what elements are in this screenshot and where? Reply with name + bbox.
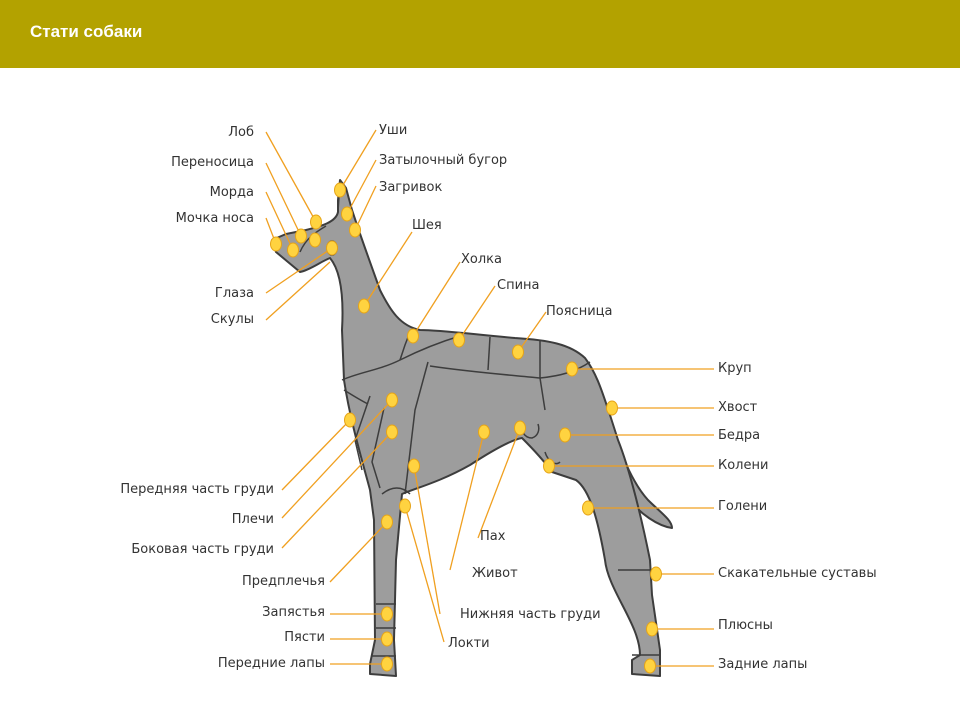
label-muzzle: Морда [210, 185, 254, 200]
marker-dot [382, 515, 393, 529]
marker-dot [345, 413, 356, 427]
marker-dot [647, 622, 658, 636]
label-forechest: Передняя часть груди [120, 482, 274, 497]
marker-dot [583, 501, 594, 515]
marker-dot [513, 345, 524, 359]
label-back: Спина [497, 278, 540, 293]
label-shins: Голени [718, 499, 767, 514]
label-stop: Переносица [171, 155, 254, 170]
marker-dot [327, 241, 338, 255]
label-nose: Мочка носа [176, 211, 254, 226]
marker-dot [409, 459, 420, 473]
marker-dot [479, 425, 490, 439]
marker-dot [382, 607, 393, 621]
marker-dot [382, 657, 393, 671]
marker-dot [544, 459, 555, 473]
label-loin: Поясница [546, 304, 612, 319]
label-lower-chest: Нижняя часть груди [460, 607, 601, 622]
label-pasterns: Пясти [284, 630, 325, 645]
label-shoulders: Плечи [232, 512, 274, 527]
label-ears: Уши [379, 123, 407, 138]
label-neck: Шея [412, 218, 442, 233]
label-elbows: Локти [448, 636, 490, 651]
label-hind-paws: Задние лапы [718, 657, 807, 672]
marker-dot [400, 499, 411, 513]
label-croup: Круп [718, 361, 752, 376]
marker-dot [382, 632, 393, 646]
marker-dot [387, 393, 398, 407]
label-side-chest: Боковая часть груди [131, 542, 274, 557]
marker-dot [311, 215, 322, 229]
marker-dot [296, 229, 307, 243]
label-front-paws: Передние лапы [218, 656, 325, 671]
marker-dot [651, 567, 662, 581]
marker-dot [359, 299, 370, 313]
label-hocks: Скакательные суставы [718, 566, 877, 581]
label-withers: Холка [461, 252, 502, 267]
label-groin: Пах [480, 529, 506, 544]
marker-dot [560, 428, 571, 442]
label-tail: Хвост [718, 400, 758, 415]
marker-dot [335, 183, 346, 197]
marker-dot [567, 362, 578, 376]
label-knees: Колени [718, 458, 768, 473]
marker-dot [607, 401, 618, 415]
label-cheeks: Скулы [211, 312, 254, 327]
label-forearms: Предплечья [242, 574, 325, 589]
label-eyes: Глаза [215, 286, 254, 301]
marker-dot [288, 243, 299, 257]
marker-dot [310, 233, 321, 247]
marker-dot [350, 223, 361, 237]
label-thighs: Бедра [718, 428, 760, 443]
label-forehead: Лоб [228, 125, 254, 140]
label-belly: Живот [472, 566, 518, 581]
label-wrists: Запястья [262, 605, 325, 620]
marker-dot [387, 425, 398, 439]
marker-dot [515, 421, 526, 435]
marker-dot [342, 207, 353, 221]
marker-dot [454, 333, 465, 347]
marker-dot [271, 237, 282, 251]
label-occiput: Затылочный бугор [379, 153, 507, 168]
marker-dot [408, 329, 419, 343]
marker-dot [645, 659, 656, 673]
label-scruff: Загривок [379, 180, 442, 195]
label-metatarsus: Плюсны [718, 618, 773, 633]
